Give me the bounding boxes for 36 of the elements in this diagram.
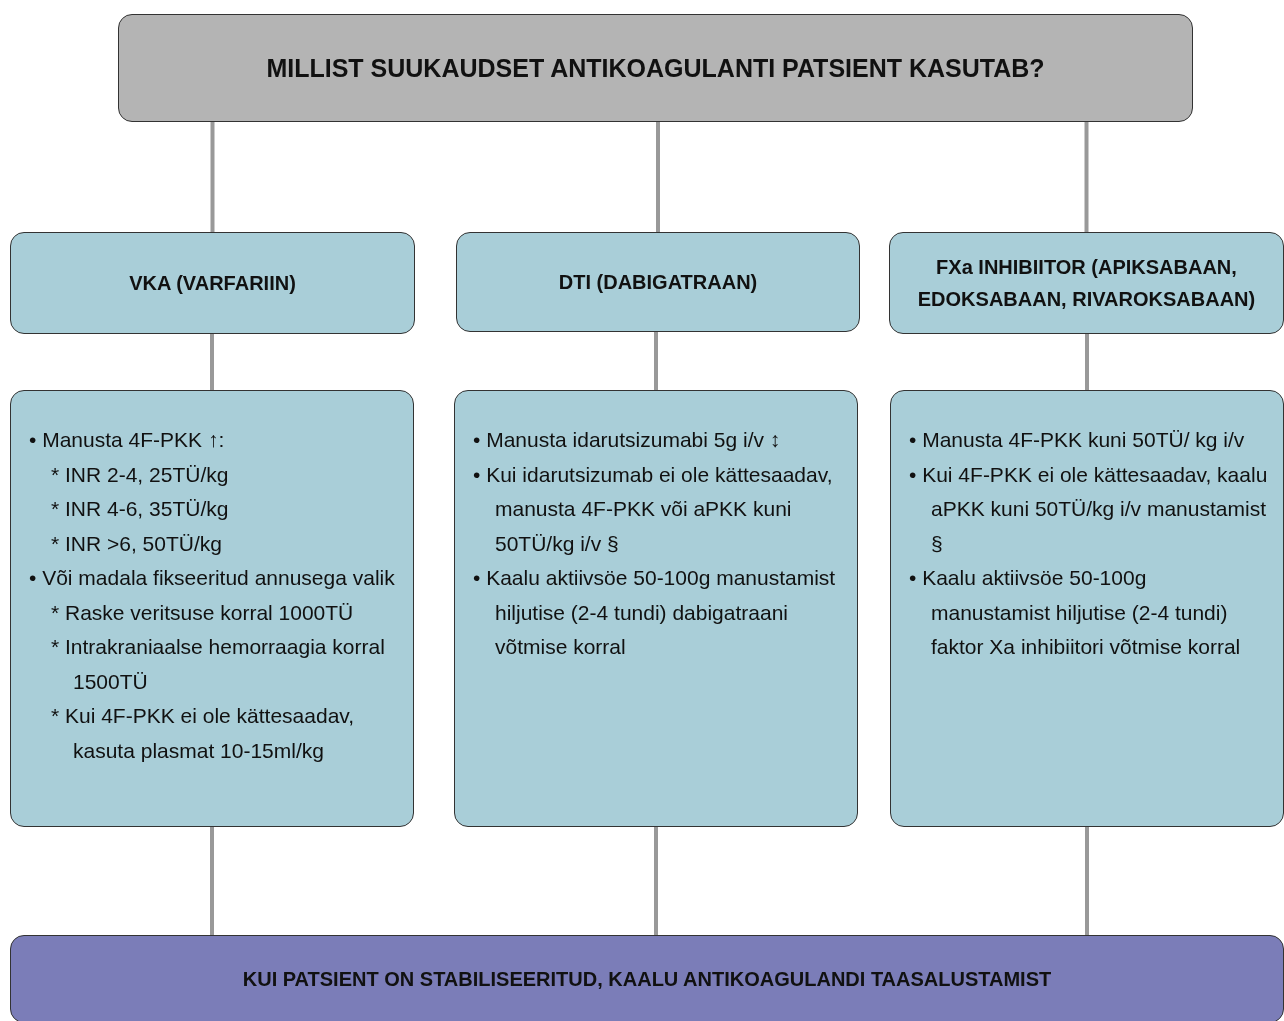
instruction-box bbox=[890, 390, 1284, 827]
instruction-box bbox=[454, 390, 858, 827]
bullet-text: * INR 4-6, 35TÜ/kg bbox=[51, 496, 230, 522]
connector-line bbox=[654, 827, 658, 935]
bullet-text: * Intrakraniaalse hemorraagia korral 1500TÜ bbox=[51, 634, 386, 695]
heading-text: MILLIST SUUKAUDSET ANTIKOAGULANTI PATSIENT KASUTAB? bbox=[266, 53, 1045, 83]
heading-text: KUI PATSIENT ON STABILISEERITUD, KAALU ANTIKOAGULANDI TAASALUSTAMIST bbox=[242, 967, 1052, 991]
bullet-text: • Kui 4F-PKK ei ole kättesaadav, kaalu aPKK kuni 50TÜ/kg i/v manustamist § bbox=[909, 461, 1269, 557]
connector-line bbox=[1085, 334, 1089, 390]
bullet-text: * INR 2-4, 25TÜ/kg bbox=[51, 461, 230, 488]
heading-text: VKA (VARFARIIN) bbox=[128, 271, 297, 296]
bullet-text: • Manusta 4F-PKK kuni 50TÜ/ kg i/v bbox=[909, 427, 1246, 453]
connector-line bbox=[210, 122, 215, 232]
bullet-text: • Või madala fikseeritud annusega valik bbox=[29, 565, 396, 591]
heading-box bbox=[889, 232, 1284, 334]
heading-box bbox=[118, 14, 1193, 122]
instruction-box bbox=[10, 390, 414, 827]
connector-line bbox=[656, 122, 660, 232]
bullet-text: * INR >6, 50TÜ/kg bbox=[51, 530, 223, 557]
bullet-text: • Manusta idarutsizumabi 5g i/v ↕ bbox=[473, 427, 782, 453]
heading-box bbox=[10, 232, 415, 334]
bullet-text: * Kui 4F-PKK ei ole kättesaadav, kasuta plasmat 10-15ml/kg bbox=[51, 703, 356, 764]
heading-box bbox=[10, 935, 1284, 1021]
connector-line bbox=[654, 332, 658, 390]
connector-line bbox=[210, 827, 214, 935]
connector-line bbox=[1084, 122, 1089, 232]
bullet-text: • Kaalu aktiivsöe 50-100g manustamist hiljutise (2-4 tundi) faktor Xa inhibiitori võtmise korral bbox=[909, 565, 1242, 660]
connector-line bbox=[210, 334, 214, 390]
connector-line bbox=[1085, 827, 1089, 935]
bullet-text: • Kaalu aktiivsöe 50-100g manustamist hiljutise (2-4 tundi) dabigatraani võtmise korral bbox=[473, 565, 837, 660]
heading-box bbox=[456, 232, 860, 332]
bullet-text: • Manusta 4F-PKK ↑: bbox=[29, 427, 226, 453]
bullet-text: * Raske veritsuse korral 1000TÜ bbox=[51, 599, 355, 626]
heading-text: DTI (DABIGATRAAN) bbox=[557, 270, 759, 295]
heading-text: FXa INHIBIITOR (APIKSABAAN, EDOKSABAAN, RIVAROKSABAAN) bbox=[916, 255, 1257, 312]
bullet-text: • Kui idarutsizumab ei ole kättesaadav, manusta 4F-PKK või aPKK kuni 50TÜ/kg i/v § bbox=[473, 461, 834, 557]
